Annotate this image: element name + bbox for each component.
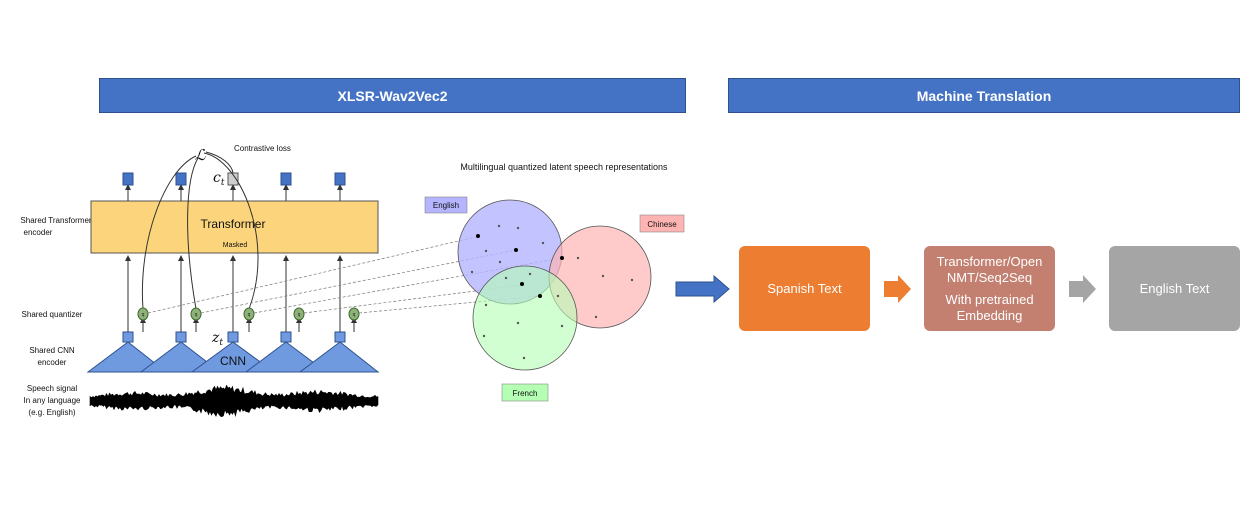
english-text-label: English Text — [1139, 280, 1210, 296]
quantizer-node — [293, 307, 305, 321]
svg-text:q: q — [248, 312, 251, 318]
contrastive-loss-label: Contrastive loss — [234, 144, 291, 153]
cnn-to-transformer-arrows — [125, 255, 343, 332]
spanish-text-box: Spanish Text — [739, 246, 870, 331]
svg-text:q: q — [142, 312, 145, 318]
cnn-triangle — [298, 341, 380, 373]
cnn-output-node — [122, 331, 134, 343]
french-tag-label: French — [513, 389, 538, 398]
machine-translation-header: Machine Translation — [728, 78, 1240, 113]
chinese-tag — [639, 214, 685, 233]
french-circle — [472, 265, 578, 371]
venn-diagram — [457, 199, 652, 371]
label-speech-signal: Speech signal — [27, 384, 77, 393]
cnn-triangle — [139, 341, 222, 373]
context-output-node — [175, 172, 187, 186]
cnn-triangle — [244, 341, 328, 373]
cnn-output-node — [227, 331, 239, 343]
quantizer-node — [243, 307, 255, 321]
context-output-node — [280, 172, 292, 186]
french-tag — [501, 383, 549, 402]
model-line-4: Embedding — [956, 307, 1023, 323]
label-shared-cnn: Shared CNN — [29, 346, 75, 355]
venn-legend: English Chinese French — [424, 196, 685, 402]
cnn-triangle — [190, 341, 276, 373]
translation-model-box: Transformer/Open NMT/Seq2Seq With pretra… — [924, 246, 1055, 331]
cnn-output-node — [334, 331, 346, 343]
label-eg-english: (e.g. English) — [28, 408, 75, 417]
chinese-tag-label: Chinese — [647, 220, 677, 229]
quantizer-node — [190, 307, 202, 321]
model-line-2: NMT/Seq2Seq — [946, 269, 1033, 285]
venn-points — [470, 224, 634, 360]
label-shared-transformer: Shared Transformer — [20, 216, 91, 225]
machine-translation-header-label: Machine Translation — [916, 87, 1052, 104]
label-shared-quantizer: Shared quantizer — [22, 310, 83, 319]
cnn-encoder — [86, 331, 380, 373]
english-tag — [424, 196, 468, 214]
svg-text:q: q — [353, 312, 356, 318]
cnn-triangle — [86, 341, 168, 373]
svg-text:q: q — [298, 312, 301, 318]
spanish-text-label: Spanish Text — [767, 280, 842, 296]
context-output-node — [334, 172, 346, 186]
cnn-output-node — [175, 331, 187, 343]
xlsr-header-label: XLSR-Wav2Vec2 — [337, 87, 448, 104]
cnn-output-node — [280, 331, 292, 343]
gray-right-arrow — [1069, 275, 1096, 303]
xlsr-header: XLSR-Wav2Vec2 — [99, 78, 686, 113]
zt-label: zt — [211, 330, 223, 348]
english-tag-label: English — [433, 201, 459, 210]
cnn-label: CNN — [220, 354, 246, 368]
svg-text:q: q — [195, 312, 198, 318]
masked-label: Masked — [223, 242, 248, 249]
quantizer-node — [137, 307, 149, 321]
label-any-language: In any language — [24, 396, 81, 405]
label-cnn-encoder: encoder — [38, 358, 67, 367]
transformer-label: Transformer — [201, 217, 266, 231]
model-line-3: With pretrained — [945, 291, 1034, 307]
cnn-to-quantizer-arrows — [140, 317, 357, 332]
venn-title: Multilingual quantized latent speech rep… — [460, 162, 668, 172]
quantizer-nodes — [137, 307, 360, 321]
label-encoder: encoder — [24, 228, 53, 237]
blue-right-arrow — [675, 274, 730, 304]
contrastive-loss-curves — [141, 151, 259, 310]
quantizer-node — [348, 307, 360, 321]
model-line-1: Transformer/Open — [936, 253, 1043, 269]
row-labels: Shared Transformer encoder Shared quanti… — [20, 216, 91, 417]
transformer-outputs — [122, 172, 346, 186]
english-text-box: English Text — [1109, 246, 1240, 331]
transformer-output-arrows — [125, 184, 343, 201]
transformer-block — [90, 200, 379, 254]
ct-label: ct — [213, 170, 225, 188]
context-output-node — [122, 172, 134, 186]
quantizer-node-labels: q q q q q — [142, 312, 356, 318]
speech-waveform — [89, 384, 379, 418]
orange-right-arrow — [884, 275, 911, 303]
